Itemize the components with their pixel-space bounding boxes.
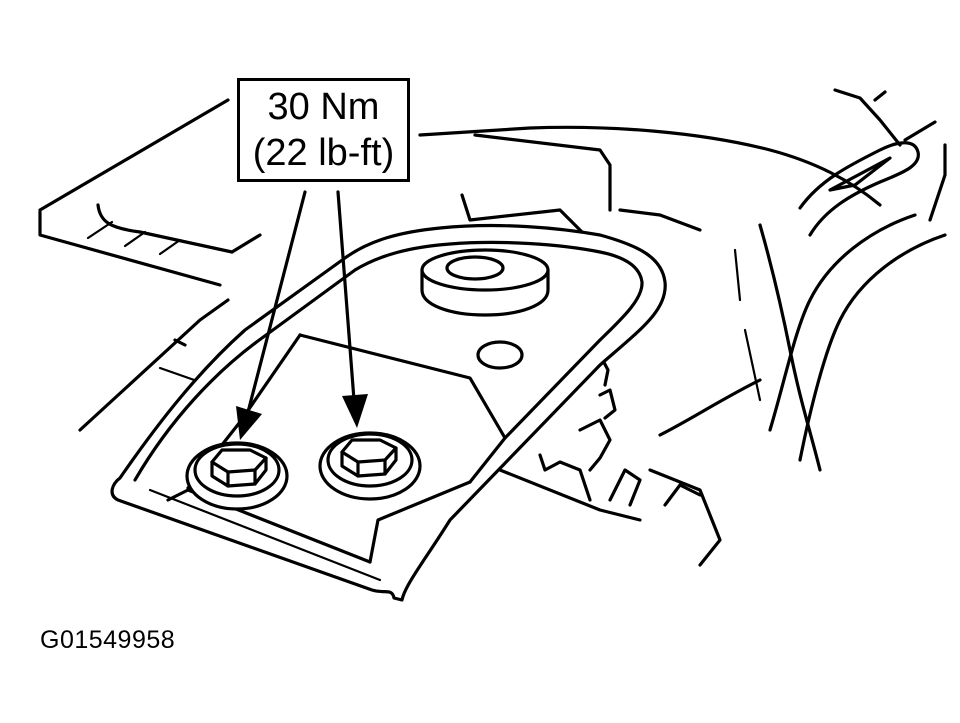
leader-arrow-left	[236, 190, 307, 440]
left-bolt	[185, 441, 289, 511]
upper-panel-outline	[418, 88, 947, 237]
torque-imperial-label: (22 lb-ft)	[252, 132, 395, 174]
mounting-plate	[110, 223, 667, 602]
plate-boss	[420, 248, 550, 370]
lower-bracket-outline	[498, 353, 642, 522]
leader-arrow-right	[336, 190, 368, 428]
torque-metric-label: 30 Nm	[267, 86, 380, 128]
torque-callout: 30 Nm (22 lb-ft)	[237, 78, 410, 182]
frame-rail-outline	[648, 141, 947, 567]
body-panel-outline	[38, 98, 262, 432]
figure-id-label: G01549958	[40, 626, 176, 654]
right-bolt	[318, 431, 422, 501]
